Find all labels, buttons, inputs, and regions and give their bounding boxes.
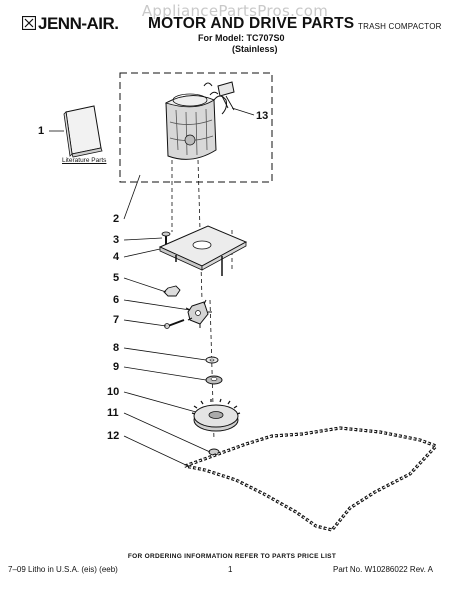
brand-logo-icon [22,16,36,30]
callout-12: 12 [107,430,120,442]
motor-mounting-bracket [158,225,248,276]
callout-9: 9 [113,361,120,373]
callout-1: 1 [38,125,45,137]
product-category: TRASH COMPACTOR [358,22,442,31]
drive-pinion-gear [185,299,212,328]
literature-booklet [63,105,103,158]
motor-assembly-boundary [119,72,273,183]
callout-11: 11 [107,407,119,419]
litho-info: 7–09 Litho in U.S.A. (eis) (eeb) [8,565,118,574]
callout-3: 3 [113,234,120,246]
bearing [205,375,223,385]
ordering-note: FOR ORDERING INFORMATION REFER TO PARTS … [127,553,337,560]
callout-7: 7 [113,314,120,326]
page-number: 1 [228,565,233,574]
literature-parts-label: Literature Parts [62,157,107,164]
main-drive-gear [191,398,241,432]
callout-8: 8 [113,342,120,354]
callout-leaders [49,107,255,467]
wire-connector [217,81,235,111]
brand-name: JENN-AIR. [38,14,119,33]
watermark: AppliancePartsPros.com [141,2,329,20]
hex-nut [163,285,181,297]
callout-2: 2 [113,213,120,225]
callout-10: 10 [107,386,120,398]
part-number: Part No. W10286022 Rev. A [333,565,433,574]
set-screw [164,319,185,329]
model-number: For Model: TC707S0 [198,33,285,43]
callout-6: 6 [113,294,120,306]
callout-5: 5 [113,272,120,284]
callout-13: 13 [256,110,269,122]
model-variant: (Stainless) [232,44,278,54]
drive-motor [164,82,227,160]
drive-chain [184,426,439,532]
callout-4: 4 [113,251,120,263]
page-title: MOTOR AND DRIVE PARTS [148,15,355,32]
flat-washer [205,356,219,364]
